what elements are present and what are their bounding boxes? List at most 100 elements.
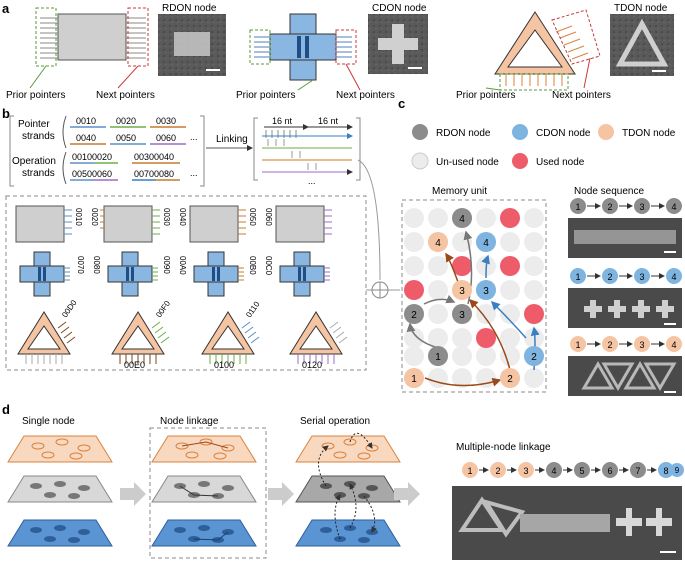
multiple-node-chain: 1 2 3 4 5 6 7 8	[462, 462, 674, 478]
ellipsis: ...	[190, 132, 198, 142]
seq-num: 2	[607, 340, 612, 350]
grid-node-number: 2	[507, 374, 513, 385]
chain-num: 8	[663, 466, 668, 476]
pointer-strand: 0040	[76, 133, 96, 143]
rdon-row: 0010 0020 0030 0040 0050 0060	[15, 205, 332, 243]
legend-swatch-tdon	[598, 124, 614, 140]
legend-rdon: RDON node	[436, 128, 491, 139]
rdon-code: 0040	[178, 208, 187, 226]
chain-num: 2	[495, 466, 500, 476]
panel-label-b: b	[2, 106, 10, 121]
grid-node-number: 4	[459, 214, 465, 225]
seq-num: 4	[671, 202, 676, 212]
tdon-code-bottom: 00E0	[124, 360, 145, 370]
seq-num: 1	[575, 340, 580, 350]
grid-node-number: 1	[411, 374, 417, 385]
operation-strands-label-2: strands	[22, 168, 55, 179]
legend-swatch-used	[512, 153, 528, 169]
operation-strand: 00500060	[72, 169, 112, 179]
tdon-node-title: TDON node	[614, 3, 668, 14]
memory-grid: 1 1 2 2 2 3 3 3 4 4 4	[404, 208, 544, 388]
pointer-strands-label-1: Pointer	[18, 119, 50, 130]
seq-num: 4	[671, 272, 676, 282]
operation-strand: 00300040	[134, 152, 174, 162]
pointer-strands-label-2: strands	[22, 131, 55, 142]
nt-left: 16 nt	[272, 116, 293, 126]
grid-node-number: 2	[531, 352, 537, 363]
nt-right: 16 nt	[318, 116, 339, 126]
operation-strand: 00700080	[134, 169, 174, 179]
pointer-strand-list: 0010 0020 0030 0040 0050 0060 ...	[70, 116, 198, 145]
serial-operation-stack	[295, 432, 401, 547]
sequence-row-tdon: 1 2 3 4	[568, 336, 682, 396]
linking-label: Linking	[216, 134, 248, 145]
legend-used: Used node	[536, 157, 585, 168]
cdon-row: 0070 0080 0090 00A0 00B0 00C0	[19, 251, 330, 297]
memory-unit-title: Memory unit	[432, 186, 487, 197]
chain-num: 5	[579, 466, 584, 476]
serial-operation-label: Serial operation	[300, 416, 370, 427]
ellipsis: ...	[308, 176, 316, 186]
chain-num: 7	[635, 466, 640, 476]
rdon-code: 0060	[264, 208, 273, 226]
tdon-code-top: 00D0	[60, 298, 79, 319]
seq-num: 1	[575, 202, 580, 212]
prior-pointers-label-3: Prior pointers	[456, 90, 515, 101]
node-linkage-box	[149, 427, 267, 559]
pointer-strand: 0030	[156, 116, 176, 126]
grid-node-number: 4	[483, 238, 489, 249]
tdon-code-bottom: 0120	[302, 360, 322, 370]
tdon-code-bottom: 0100	[214, 360, 234, 370]
chain-num: 6	[607, 466, 612, 476]
grid-node-number: 4	[435, 238, 441, 249]
rdon-schematic	[29, 7, 149, 89]
next-pointers-label-1: Next pointers	[96, 90, 155, 101]
rdon-code: 0020	[90, 208, 99, 226]
seq-num: 2	[607, 272, 612, 282]
rdon-code: 0010	[74, 208, 83, 226]
chain-num: 3	[523, 466, 528, 476]
cdon-code: 00B0	[248, 256, 257, 275]
cdon-code: 00C0	[264, 256, 273, 276]
cdon-code: 00A0	[178, 256, 187, 275]
next-pointers-label-3: Next pointers	[552, 90, 611, 101]
rdon-tem-image	[158, 14, 226, 76]
ellipsis: ...	[190, 168, 198, 178]
legend-cdon: CDON node	[536, 128, 591, 139]
legend-swatch-rdon	[412, 124, 428, 140]
cdon-node-title: CDON node	[372, 3, 427, 14]
cdon-tem-image	[368, 14, 428, 74]
tdon-schematic	[485, 9, 601, 91]
single-node-label: Single node	[22, 416, 75, 427]
seq-num: 4	[671, 340, 676, 350]
grid-node-number: 3	[459, 286, 465, 297]
operation-strand-list: 00100020 00300040 00500060 00700080 ...	[70, 152, 198, 181]
legend-swatch-cdon	[512, 124, 528, 140]
cdon-schematic	[249, 13, 357, 81]
grid-node-number: 1	[435, 352, 441, 363]
rdon-code: 0050	[248, 208, 257, 226]
rdon-node-title: RDON node	[162, 3, 217, 14]
seq-num: 1	[575, 272, 580, 282]
legend-unused: Un-used node	[436, 157, 499, 168]
seq-num: 3	[639, 340, 644, 350]
node-sequence-title: Node sequence	[574, 186, 644, 197]
panel-label-a: a	[2, 1, 10, 16]
seq-num: 3	[639, 272, 644, 282]
grid-node-number: 3	[459, 310, 465, 321]
grid-node-number: 2	[411, 310, 417, 321]
seq-num: 3	[639, 202, 644, 212]
linked-duplex: 16 nt 16 nt ...	[253, 116, 361, 186]
legend-swatch-unused	[411, 152, 429, 170]
pointer-strand: 0010	[76, 116, 96, 126]
node-linkage-label: Node linkage	[160, 416, 219, 427]
pointer-strand: 0050	[116, 133, 136, 143]
multiple-node-label: Multiple-node linkage	[456, 442, 551, 453]
chain-num: 1	[467, 466, 472, 476]
pointer-strand: 0020	[116, 116, 136, 126]
pointer-strand: 0060	[156, 133, 176, 143]
next-pointers-label-2: Next pointers	[336, 90, 395, 101]
cdon-code: 0080	[92, 256, 101, 274]
seq-num: 2	[607, 202, 612, 212]
